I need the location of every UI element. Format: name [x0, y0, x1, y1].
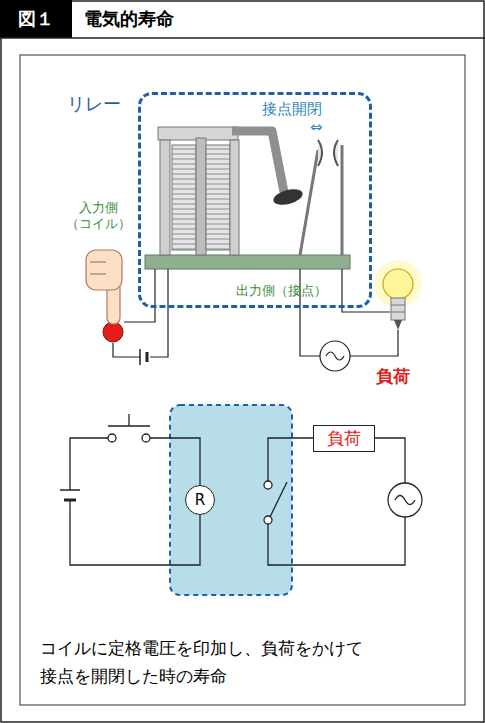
- header-bar: [0, 0, 72, 38]
- actuator: [272, 186, 305, 207]
- contact-spring: [300, 150, 318, 255]
- wire: [69, 500, 70, 510]
- ac-source: [388, 483, 422, 517]
- push-button: [103, 322, 123, 342]
- wire: [150, 269, 168, 357]
- armature: [232, 131, 284, 192]
- battery-plate: [60, 489, 80, 491]
- knuckle: [90, 273, 106, 274]
- contact-terminal: [264, 481, 272, 489]
- wire: [70, 438, 108, 490]
- coil-symbol: R: [185, 485, 215, 515]
- relay-region: [170, 405, 292, 595]
- ac-wave: [326, 352, 344, 360]
- wire: [150, 438, 200, 485]
- bulb-glass: [383, 269, 413, 299]
- part-label: 接点開閉: [262, 100, 322, 118]
- base-plate: [145, 255, 350, 269]
- hand: [86, 250, 122, 324]
- fixed-contact-spring: [341, 145, 344, 255]
- switch-terminal: [142, 434, 150, 442]
- light-bulb: [374, 260, 422, 330]
- fixed-contact: [334, 140, 338, 166]
- yoke-side: [230, 140, 239, 255]
- part-label: 負荷: [376, 366, 410, 386]
- switch-terminal: [108, 434, 116, 442]
- battery-plate: [139, 349, 141, 365]
- knuckle: [90, 261, 106, 262]
- push-switch-stem: [128, 414, 129, 426]
- header-rule: [0, 37, 485, 39]
- core: [196, 138, 206, 255]
- wire: [113, 343, 140, 357]
- panel: [20, 55, 465, 705]
- wire: [268, 438, 313, 481]
- moving-contact: [318, 140, 322, 166]
- relay-box: リレー: [138, 92, 372, 308]
- bulb-base: [391, 298, 405, 320]
- fist: [86, 250, 122, 290]
- thread: [391, 305, 405, 306]
- figure-title: 電気的寿命: [84, 8, 174, 30]
- wire: [300, 269, 320, 356]
- wire: [350, 330, 398, 356]
- part-label: 出力側（接点）: [236, 283, 327, 299]
- caption: コイルに定格電圧を印加し、負荷をかけて 接点を開閉した時の寿命: [40, 634, 450, 690]
- ac-wave: [395, 496, 415, 505]
- contact-blade: [270, 482, 287, 517]
- thread: [391, 312, 405, 313]
- arrow-symbol: ⇔: [310, 118, 323, 136]
- bulb-tip: [394, 320, 402, 330]
- symbol-label: 負荷: [327, 428, 361, 448]
- coil: [172, 145, 196, 250]
- wire: [268, 517, 405, 565]
- wire: [70, 510, 200, 565]
- group-heading: リレー: [67, 93, 121, 115]
- wire: [375, 438, 405, 483]
- relay-drawing: [145, 127, 350, 269]
- contact-terminal: [264, 516, 272, 524]
- figure-number: 図１: [0, 8, 72, 30]
- part-label: 入力側 （コイル）: [58, 200, 138, 231]
- coil: [206, 145, 230, 250]
- yoke-side: [160, 140, 170, 255]
- ac-source: [320, 341, 350, 371]
- battery-plate: [146, 352, 149, 362]
- schematic: [60, 414, 422, 565]
- load-box: 負荷: [313, 425, 375, 452]
- symbol-label: R: [195, 491, 205, 509]
